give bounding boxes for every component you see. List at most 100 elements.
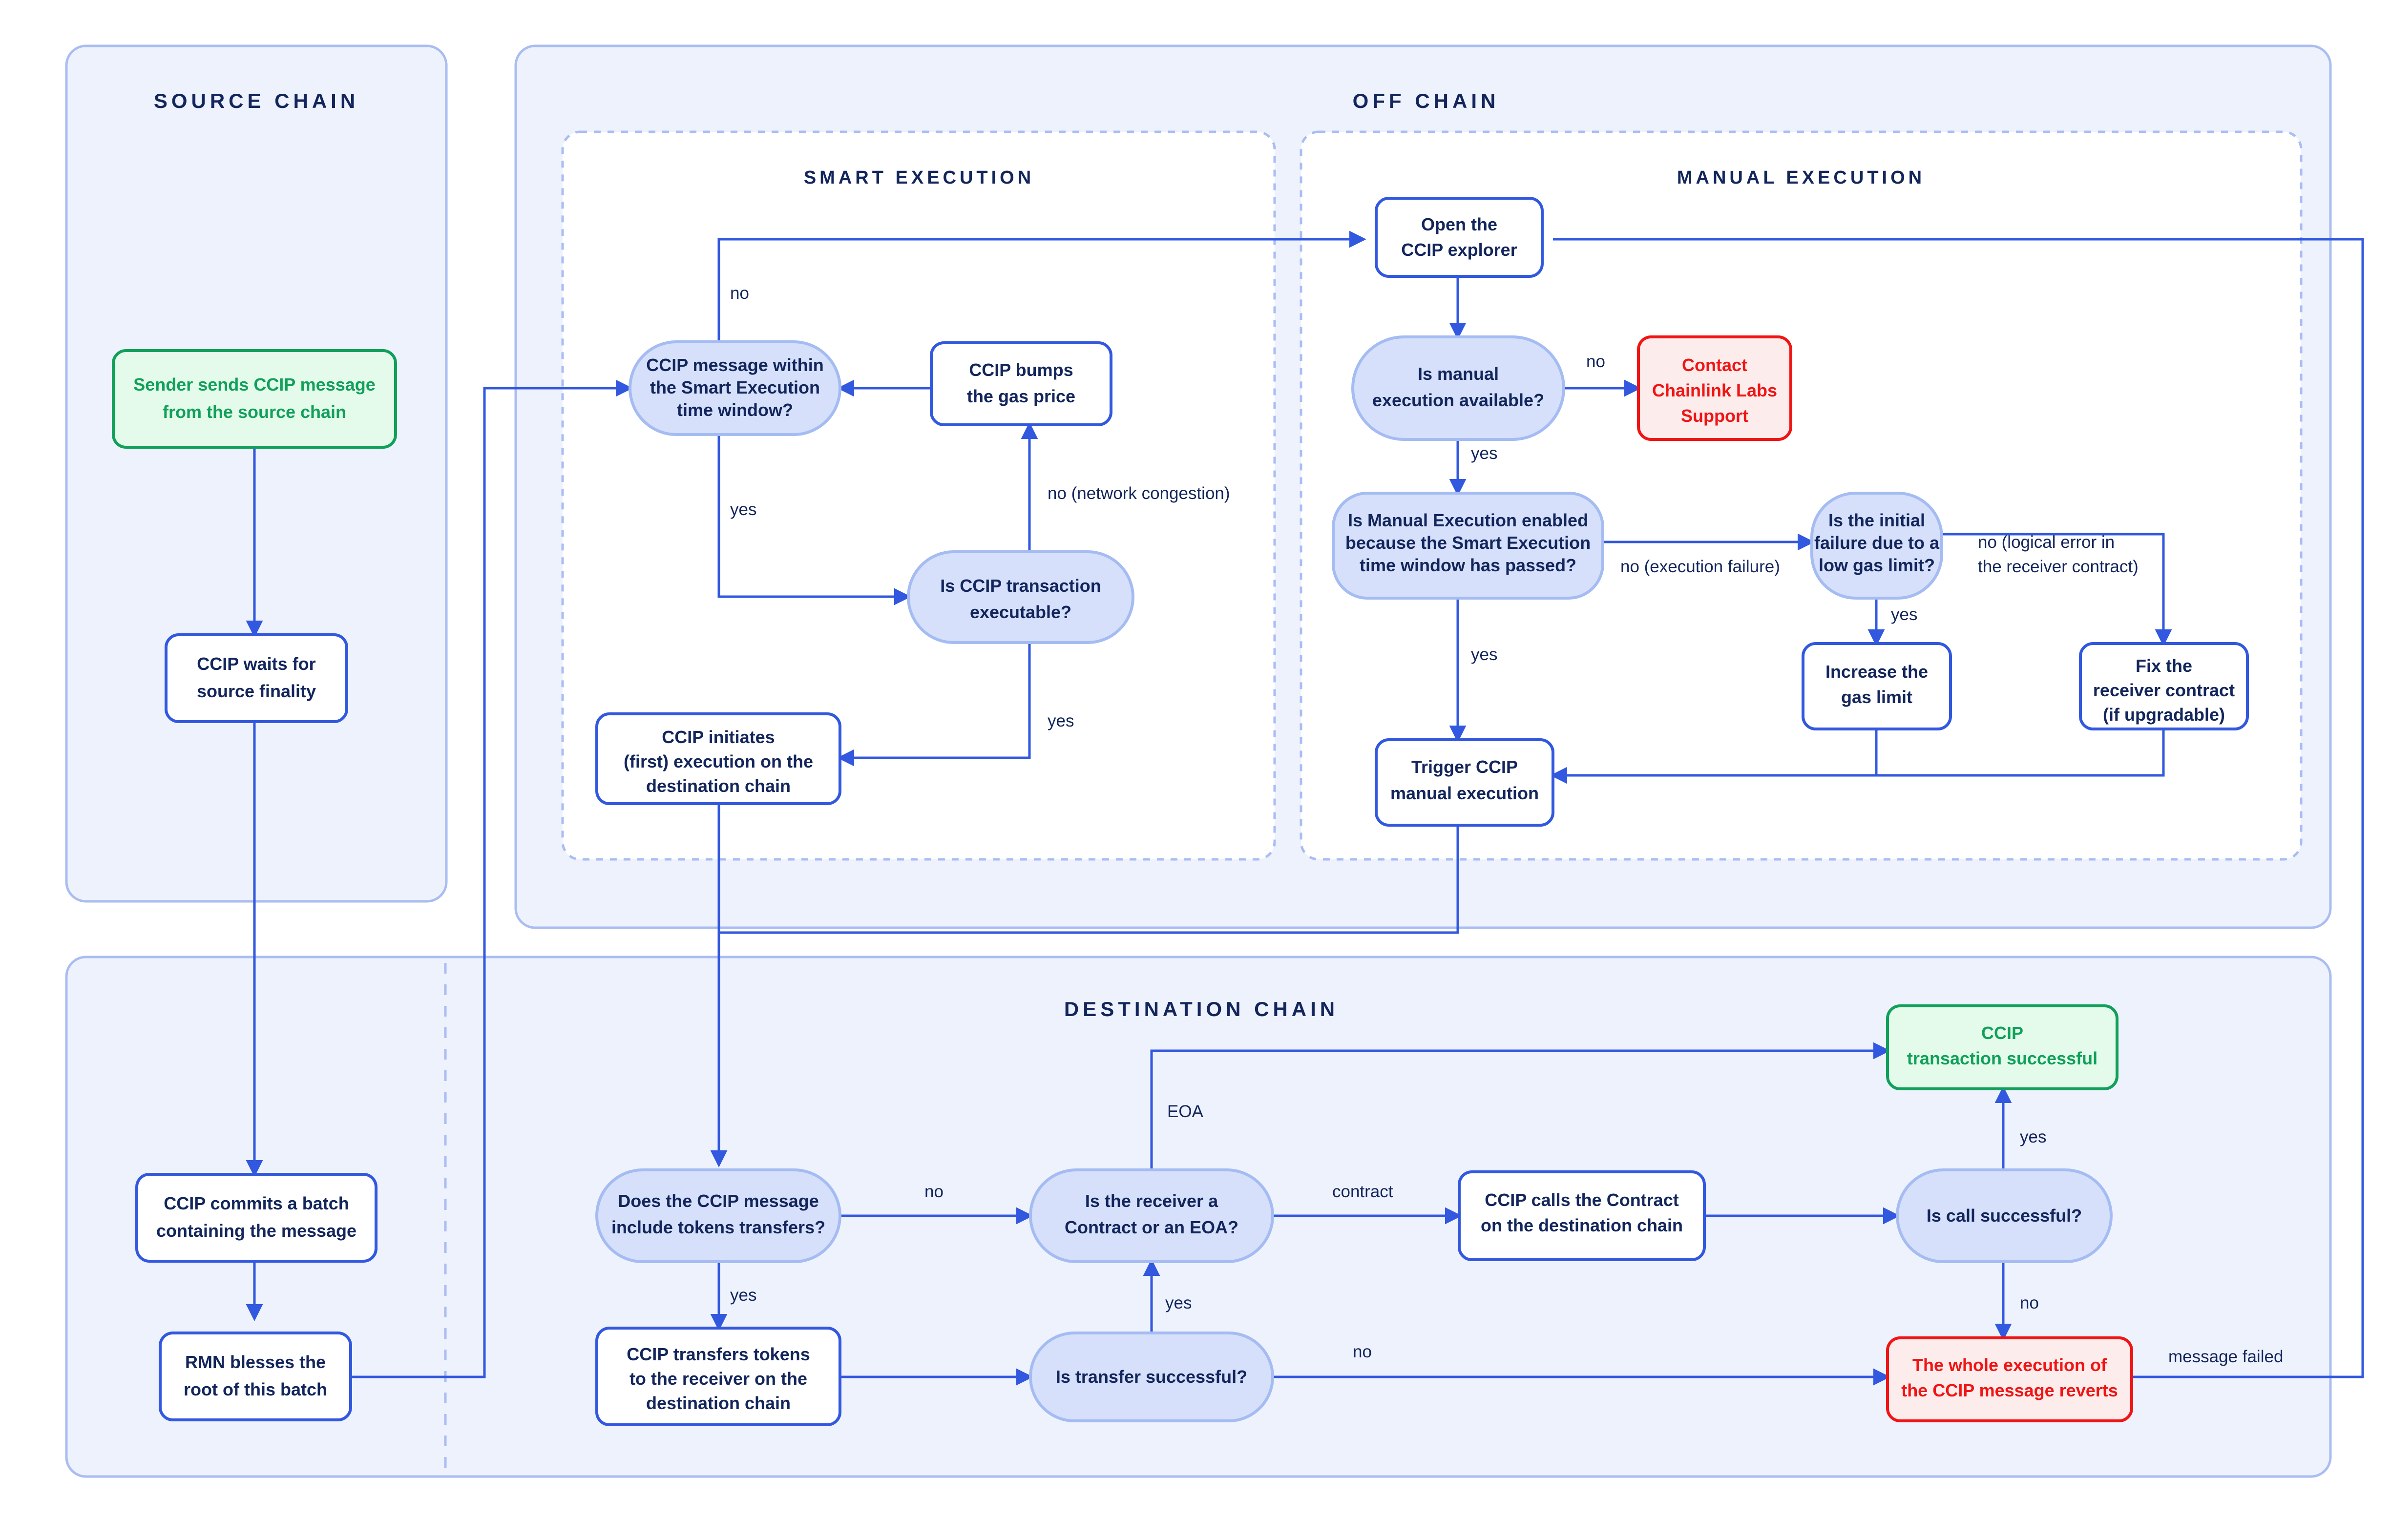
sublane-title-manual: MANUAL EXECUTION — [1677, 167, 1925, 188]
node-ccip-calls-contract-on-destination[interactable]: CCIP calls the Contract on the destinati… — [1458, 1170, 1706, 1261]
node-initiates-line-2: destination chain — [646, 776, 791, 796]
node-increase-the-gas-limit[interactable]: Increase the gas limit — [1802, 642, 1952, 730]
edge-label-call-yes: yes — [2020, 1127, 2046, 1146]
node-low-gas-limit-line-0: Is the initial — [1828, 510, 1925, 530]
edge-label-executable-yes: yes — [1048, 711, 1074, 730]
edge-rmn-to-smart-window — [351, 379, 633, 1378]
edge-label-eoa: EOA — [1167, 1102, 1204, 1121]
edge-label-smart-no: no — [730, 284, 749, 303]
node-waits-finality-line-1: source finality — [197, 681, 316, 701]
edge-label-gas-limit-no-line-1: the receiver contract) — [1978, 557, 2139, 576]
node-fix-receiver-line-1: receiver contract — [2093, 680, 2235, 700]
node-is-transfer-successful[interactable]: Is transfer successful? — [1029, 1332, 1274, 1422]
node-contact-support-line-1: Chainlink Labs — [1652, 380, 1777, 400]
node-transfers-tokens-line-2: destination chain — [646, 1393, 791, 1413]
node-tx-executable-line-1: executable? — [970, 602, 1071, 622]
node-commits-batch-line-0: CCIP commits a batch — [164, 1193, 349, 1213]
edge-label-transfer-no: no — [1353, 1342, 1372, 1361]
node-does-ccip-message-include-token-transfers[interactable]: Does the CCIP message include tokens tra… — [595, 1168, 841, 1263]
edge-executable-yes-to-initiates — [837, 643, 1031, 767]
node-trigger-ccip-manual-execution[interactable]: Trigger CCIP manual execution — [1375, 738, 1554, 827]
node-calls-contract-line-1: on the destination chain — [1481, 1215, 1683, 1235]
node-whole-execution-reverts[interactable]: The whole execution of the CCIP message … — [1886, 1336, 2133, 1422]
edge-fix-to-trigger — [1553, 729, 2165, 777]
node-within-window-line-0: CCIP message within — [646, 355, 823, 375]
lane-title-offchain: OFF CHAIN — [1353, 89, 1500, 112]
edge-window-yes-to-executable — [717, 435, 911, 605]
node-is-manual-execution-enabled[interactable]: Is Manual Execution enabled because the … — [1332, 492, 1604, 600]
node-transfers-tokens-line-0: CCIP transfers tokens — [627, 1344, 810, 1364]
node-trigger-manual-line-0: Trigger CCIP — [1411, 757, 1518, 777]
node-low-gas-limit-line-2: low gas limit? — [1819, 555, 1935, 575]
node-fix-the-receiver-contract[interactable]: Fix the receiver contract (if upgradable… — [2079, 642, 2249, 730]
node-rmn-blesses-line-0: RMN blesses the — [185, 1352, 326, 1372]
node-bumps-gas-line-0: CCIP bumps — [969, 360, 1073, 380]
sublane-smart-execution — [561, 130, 1276, 861]
edge-label-smart-yes: yes — [730, 500, 756, 519]
node-increase-gas-line-0: Increase the — [1825, 662, 1928, 682]
edge-reverts-to-explorer-loop — [1553, 238, 2364, 1378]
node-transfers-tokens-line-1: to the receiver on the — [629, 1369, 807, 1389]
node-tx-successful-line-1: transaction successful — [1907, 1048, 2097, 1068]
node-open-the-ccip-explorer[interactable]: Open the CCIP explorer — [1375, 197, 1544, 278]
node-manual-enabled-line-2: time window has passed? — [1360, 555, 1576, 575]
node-ccip-initiates-first-execution[interactable]: CCIP initiates (first) execution on the … — [595, 712, 841, 805]
node-ccip-transaction-successful[interactable]: CCIP transaction successful — [1886, 1004, 2118, 1090]
edge-label-transfer-yes: yes — [1165, 1293, 1192, 1312]
node-commits-batch-line-1: containing the message — [156, 1221, 357, 1241]
edge-receiverkind-eoa-to-success — [1150, 1042, 1890, 1170]
edge-label-message-failed: message failed — [2168, 1347, 2283, 1366]
node-waits-finality-line-0: CCIP waits for — [197, 654, 315, 674]
node-ccip-message-within-smart-execution-window[interactable]: CCIP message within the Smart Execution … — [629, 340, 841, 436]
node-ccip-bumps-the-gas-price[interactable]: CCIP bumps the gas price — [930, 341, 1112, 426]
node-ccip-transfers-tokens-to-receiver[interactable]: CCIP transfers tokens to the receiver on… — [595, 1327, 841, 1426]
edge-label-gas-limit-yes: yes — [1891, 605, 1917, 624]
node-is-manual-execution-available[interactable]: Is manual execution available? — [1351, 335, 1565, 441]
edge-label-gas-limit-no-line-0: no (logical error in — [1978, 533, 2115, 552]
node-receiver-kind-line-0: Is the receiver a — [1085, 1191, 1218, 1211]
node-open-explorer-line-0: Open the — [1421, 214, 1497, 234]
sublane-manual-execution — [1300, 130, 2303, 861]
node-manual-enabled-line-1: because the Smart Execution — [1345, 533, 1591, 553]
node-is-initial-failure-low-gas-limit[interactable]: Is the initial failure due to a low gas … — [1810, 492, 1943, 600]
node-rmn-blesses-line-1: root of this batch — [184, 1379, 327, 1399]
node-initiates-line-1: (first) execution on the — [624, 751, 813, 771]
node-manual-available-line-1: execution available? — [1372, 390, 1544, 410]
node-sender-sends-ccip-message[interactable]: Sender sends CCIP message from the sourc… — [112, 349, 397, 449]
node-transfer-successful-line-0: Is transfer successful? — [1056, 1367, 1247, 1387]
node-fix-receiver-line-2: (if upgradable) — [2103, 705, 2225, 725]
edge-label-manual-enabled-yes: yes — [1471, 645, 1497, 664]
node-contact-support-line-0: Contact — [1682, 355, 1747, 375]
node-is-call-successful[interactable]: Is call successful? — [1896, 1168, 2113, 1263]
node-reverts-line-0: The whole execution of — [1912, 1355, 2107, 1375]
node-reverts-line-1: the CCIP message reverts — [1901, 1380, 2118, 1400]
node-rmn-blesses-root[interactable]: RMN blesses the root of this batch — [159, 1332, 352, 1421]
node-is-receiver-contract-or-eoa[interactable]: Is the receiver a Contract or an EOA? — [1029, 1168, 1274, 1263]
edge-label-tokens-yes: yes — [730, 1286, 756, 1305]
node-sender-sends-line-0: Sender sends CCIP message — [133, 375, 376, 395]
node-ccip-commits-batch[interactable]: CCIP commits a batch containing the mess… — [135, 1173, 378, 1263]
edge-gaslimit-no-to-fix — [1942, 533, 2172, 646]
node-include-tokens-line-1: include tokens transfers? — [611, 1217, 825, 1237]
node-manual-enabled-line-0: Is Manual Execution enabled — [1348, 510, 1588, 530]
node-calls-contract-line-0: CCIP calls the Contract — [1485, 1190, 1678, 1210]
node-trigger-manual-line-1: manual execution — [1390, 783, 1539, 803]
node-within-window-line-2: time window? — [677, 400, 793, 420]
edge-label-manual-enabled-no: no (execution failure) — [1620, 557, 1780, 576]
edge-label-manual-available-yes: yes — [1471, 444, 1497, 463]
edge-label-manual-available-no: no — [1586, 352, 1605, 371]
node-is-ccip-transaction-executable[interactable]: Is CCIP transaction executable? — [907, 550, 1134, 644]
node-call-successful-line-0: Is call successful? — [1927, 1206, 2082, 1226]
node-contact-chainlink-labs-support[interactable]: Contact Chainlink Labs Support — [1637, 335, 1792, 441]
sublane-title-smart: SMART EXECUTION — [804, 167, 1034, 188]
node-bumps-gas-line-1: the gas price — [967, 386, 1075, 406]
node-initiates-line-0: CCIP initiates — [662, 727, 775, 747]
node-ccip-waits-for-source-finality[interactable]: CCIP waits for source finality — [165, 633, 348, 723]
edge-label-tokens-no: no — [924, 1182, 944, 1201]
lane-title-source: SOURCE CHAIN — [154, 89, 359, 112]
edge-label-network-congestion: no (network congestion) — [1048, 484, 1230, 503]
node-receiver-kind-line-1: Contract or an EOA? — [1065, 1217, 1238, 1237]
lane-title-destination: DESTINATION CHAIN — [1064, 998, 1339, 1020]
